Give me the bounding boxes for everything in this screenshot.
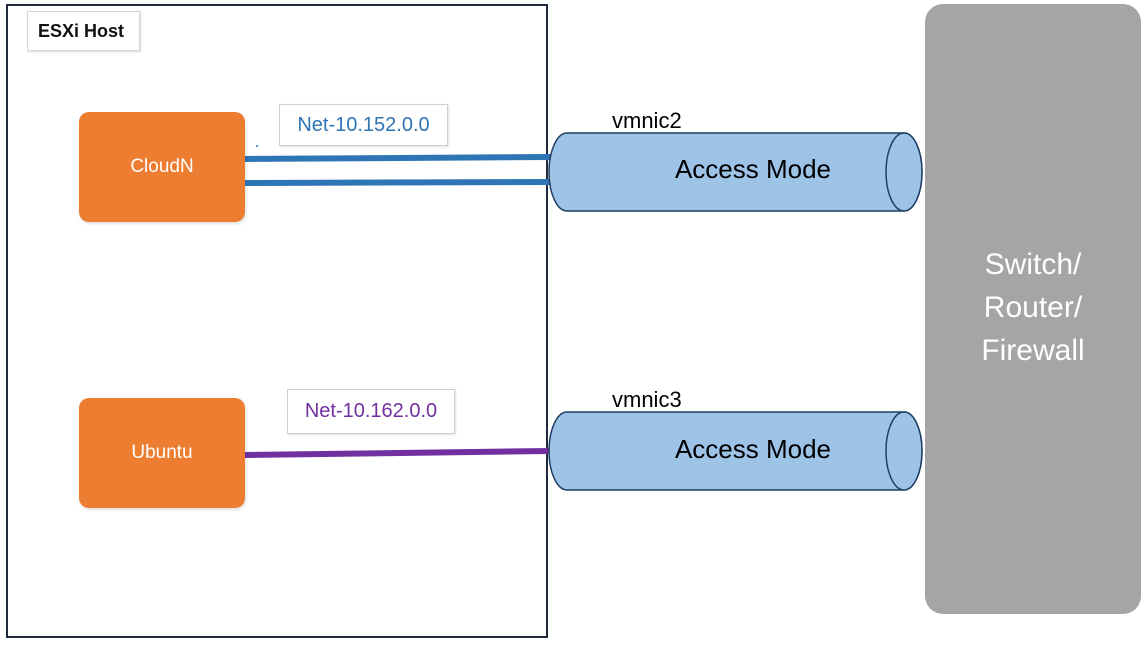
esxi-host-container — [6, 4, 548, 638]
vmnic2-access-mode-label: Access Mode — [674, 154, 832, 184]
vmnic3-label: vmnic3 — [612, 387, 682, 412]
net-10-152-label: Net-10.152.0.0 — [279, 104, 448, 146]
switch-router-firewall-label: Switch/ Router/ Firewall — [981, 247, 1085, 367]
net-10-162-label: Net-10.162.0.0 — [287, 389, 455, 434]
vmnic3-access-mode-label: Access Mode — [674, 434, 832, 464]
esxi-host-label: ESXi Host — [27, 11, 140, 51]
ubuntu-vm-node: Ubuntu — [79, 398, 245, 508]
cloudn-vm-label: CloudN — [130, 156, 194, 177]
switch-router-firewall-node: Switch/ Router/ Firewall — [925, 4, 1141, 614]
ubuntu-vm-label: Ubuntu — [131, 442, 193, 463]
vmnic2-label: vmnic2 — [612, 108, 682, 133]
cloudn-vm-node: CloudN — [79, 112, 245, 222]
